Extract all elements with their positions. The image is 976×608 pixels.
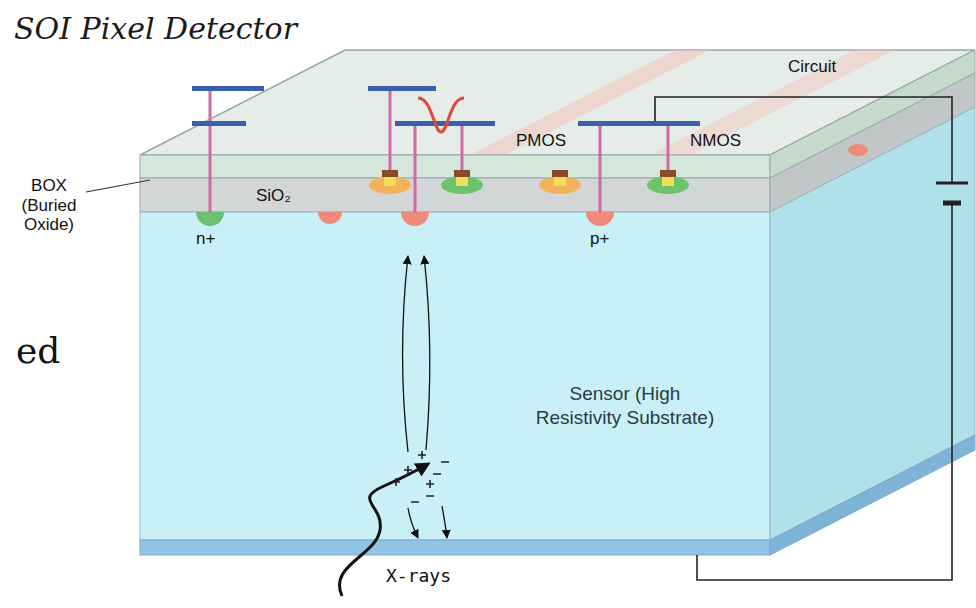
nmos-transistor bbox=[647, 176, 689, 194]
pmos-transistor bbox=[539, 176, 581, 194]
signal-stripe bbox=[470, 50, 710, 155]
drift-arrow bbox=[424, 256, 430, 450]
hole-charges bbox=[392, 451, 434, 488]
transistor-label: NMOS bbox=[690, 131, 741, 151]
circuit-layer bbox=[140, 155, 770, 178]
battery-plate bbox=[936, 182, 968, 185]
signal-pulse bbox=[418, 98, 464, 132]
leader-line bbox=[86, 180, 150, 192]
drift-arrow bbox=[408, 508, 418, 538]
electron-charges bbox=[411, 462, 449, 502]
p-implant bbox=[848, 144, 868, 156]
p-implant bbox=[586, 212, 614, 226]
transistor-label: PMOS bbox=[516, 131, 566, 151]
pmos-transistor bbox=[369, 176, 411, 194]
transistor-gate bbox=[382, 170, 398, 177]
drift-arrow bbox=[442, 506, 447, 538]
via-wire bbox=[667, 124, 670, 170]
transistor-channel bbox=[554, 177, 566, 186]
drift-arrow bbox=[403, 256, 408, 452]
metal-line bbox=[192, 86, 264, 91]
bias-wire bbox=[655, 97, 952, 183]
layer-label: Circuit bbox=[788, 57, 836, 77]
p-implant bbox=[318, 212, 342, 224]
implant-label: p+ bbox=[590, 229, 609, 249]
metal-line bbox=[578, 121, 700, 126]
n-implant bbox=[196, 212, 224, 226]
via-wire bbox=[209, 88, 212, 212]
sensor-region: Sensor (High Resistivity Substrate) bbox=[140, 212, 770, 540]
transistor-gate bbox=[660, 170, 676, 177]
transistor-gate bbox=[552, 170, 568, 177]
via-wire bbox=[389, 88, 392, 170]
transistor-channel bbox=[456, 177, 468, 186]
back-electrode-side bbox=[770, 435, 975, 555]
sensor-substrate bbox=[140, 212, 770, 540]
implant-label: n+ bbox=[196, 229, 215, 249]
layer-label: SiO₂ bbox=[256, 186, 291, 206]
metal-line bbox=[192, 121, 246, 126]
back-electrode bbox=[140, 540, 770, 555]
via-wire bbox=[461, 124, 464, 170]
radiation-label: X-rays bbox=[386, 566, 451, 587]
p-implant bbox=[401, 212, 429, 226]
via-wire bbox=[599, 124, 602, 212]
transistor-channel bbox=[384, 177, 396, 186]
metal-line bbox=[368, 86, 436, 91]
diagram-title: SOI Pixel Detector bbox=[14, 12, 297, 47]
layer-label: BOX (Buried Oxide) bbox=[8, 176, 90, 235]
bias-wire bbox=[697, 203, 952, 580]
transistor-channel bbox=[662, 177, 674, 186]
nmos-transistor bbox=[441, 176, 483, 194]
transistor-gate bbox=[454, 170, 470, 177]
sensor-substrate-side bbox=[770, 107, 975, 540]
via-wire bbox=[414, 124, 417, 212]
region-label: Sensor (High Resistivity Substrate) bbox=[535, 382, 715, 430]
cropped-text: ed bbox=[16, 330, 60, 371]
